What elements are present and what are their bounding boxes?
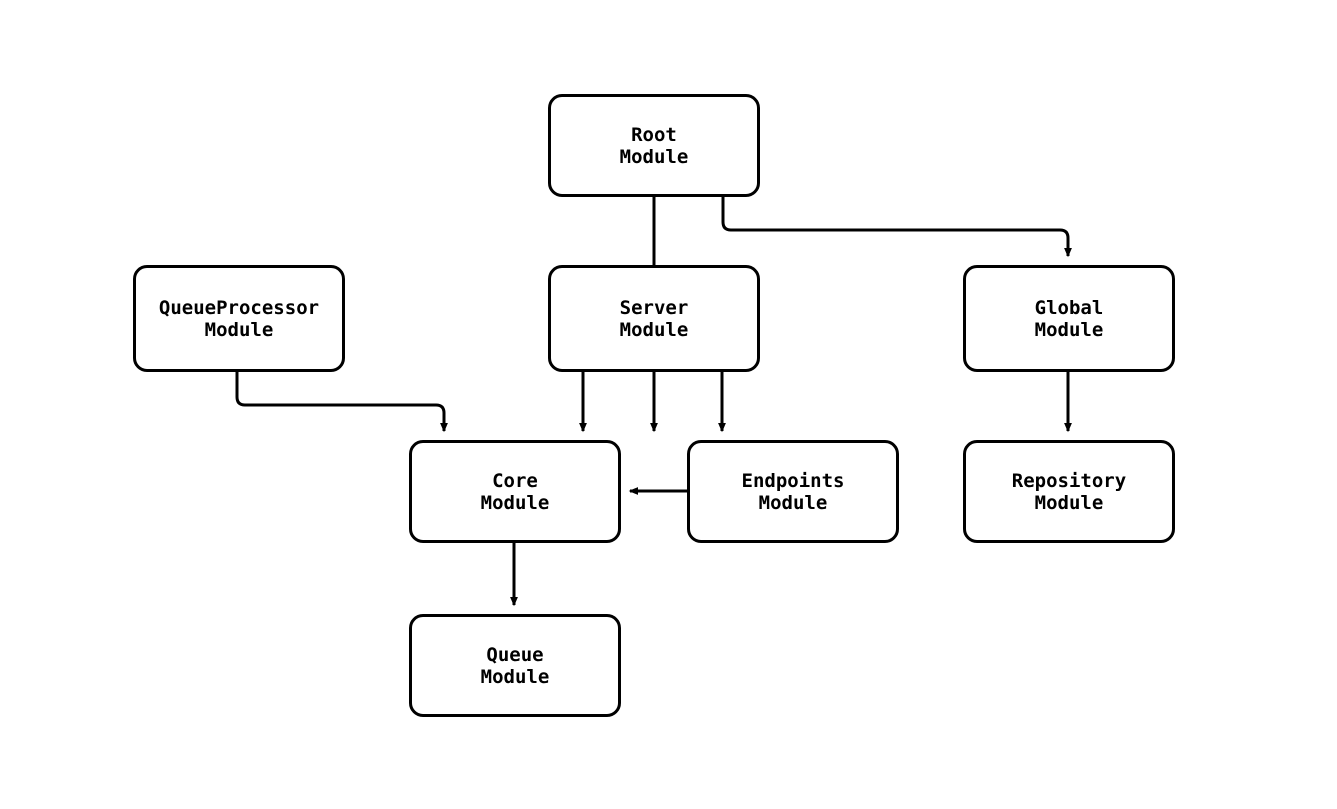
node-queueprocessor-module[interactable]: QueueProcessor Module [133, 265, 345, 372]
node-label: Queue Module [480, 643, 550, 688]
node-server-module[interactable]: Server Module [548, 265, 760, 372]
node-global-module[interactable]: Global Module [963, 265, 1175, 372]
node-endpoints-module[interactable]: Endpoints Module [687, 440, 899, 543]
node-core-module[interactable]: Core Module [409, 440, 621, 543]
node-label: Repository Module [1011, 469, 1127, 514]
node-label: Root Module [619, 123, 689, 168]
node-label: Server Module [619, 296, 689, 341]
node-label: QueueProcessor Module [158, 296, 320, 341]
node-label: Global Module [1034, 296, 1104, 341]
edge-queueprocessor-to-core [235, 372, 448, 433]
node-queue-module[interactable]: Queue Module [409, 614, 621, 717]
node-repository-module[interactable]: Repository Module [963, 440, 1175, 543]
node-label: Endpoints Module [741, 469, 845, 514]
node-label: Core Module [480, 469, 550, 514]
node-root-module[interactable]: Root Module [548, 94, 760, 197]
edge-root-to-global [721, 197, 1072, 258]
